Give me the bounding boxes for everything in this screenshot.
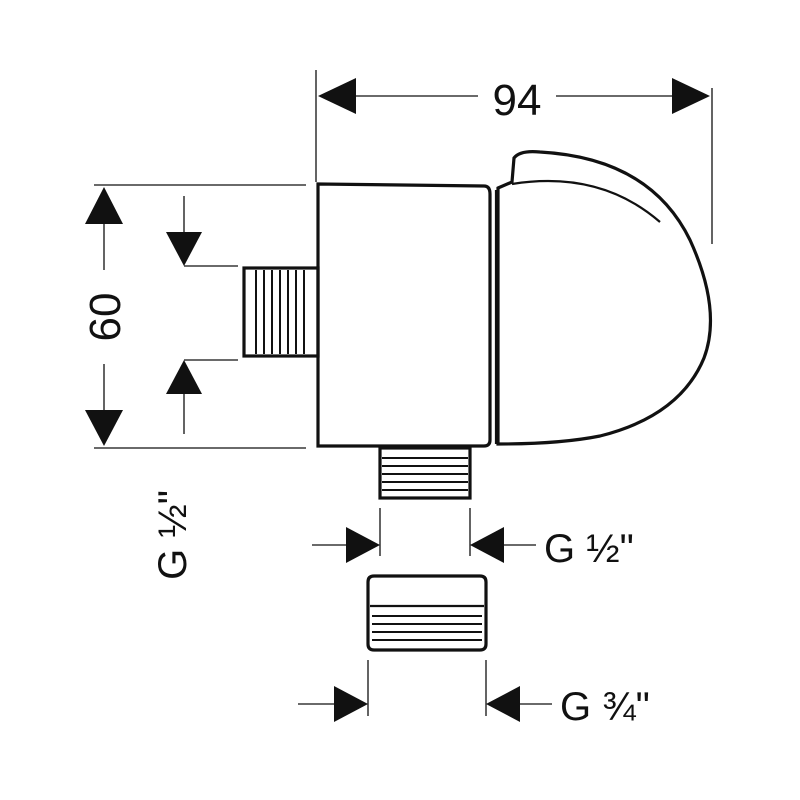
height-label: 60 <box>81 293 130 342</box>
inlet-arrow-top <box>166 232 202 266</box>
holder-head <box>496 150 713 446</box>
adapter-thread-label: G ¾" <box>560 685 650 729</box>
outlet-thread-label: G ½" <box>544 527 634 571</box>
inlet-nipple-outline <box>242 266 320 358</box>
holder-head-outline <box>496 150 713 446</box>
height-arrow-bottom <box>85 410 123 446</box>
width-label: 94 <box>493 76 542 125</box>
adapter-nut-outline <box>366 574 488 652</box>
height-dimension: 60 <box>81 184 306 449</box>
inlet-thread-label: G ½" <box>151 490 195 580</box>
inlet-arrow-bottom <box>166 360 202 394</box>
width-arrow-right <box>672 78 710 114</box>
elbow-body <box>316 182 498 448</box>
inlet-thread-dimension: G ½" <box>151 196 238 580</box>
adapter-arrow-right <box>486 686 520 722</box>
outlet-thread-outline <box>378 446 472 500</box>
outlet-thread-dimension: G ½" <box>312 508 634 571</box>
outlet-arrow-left <box>346 527 380 563</box>
outlet-thread <box>378 446 472 500</box>
adapter-arrow-left <box>334 686 368 722</box>
width-dimension: 94 <box>315 70 713 244</box>
body-outline <box>316 182 492 448</box>
holder-head-inner-curve <box>511 179 661 223</box>
inlet-nipple <box>242 266 320 358</box>
adapter-thread-dimension: G ¾" <box>298 660 650 729</box>
width-arrow-left <box>318 78 356 114</box>
adapter-nut <box>366 574 488 652</box>
outlet-arrow-right <box>470 527 504 563</box>
height-arrow-top <box>85 187 123 224</box>
